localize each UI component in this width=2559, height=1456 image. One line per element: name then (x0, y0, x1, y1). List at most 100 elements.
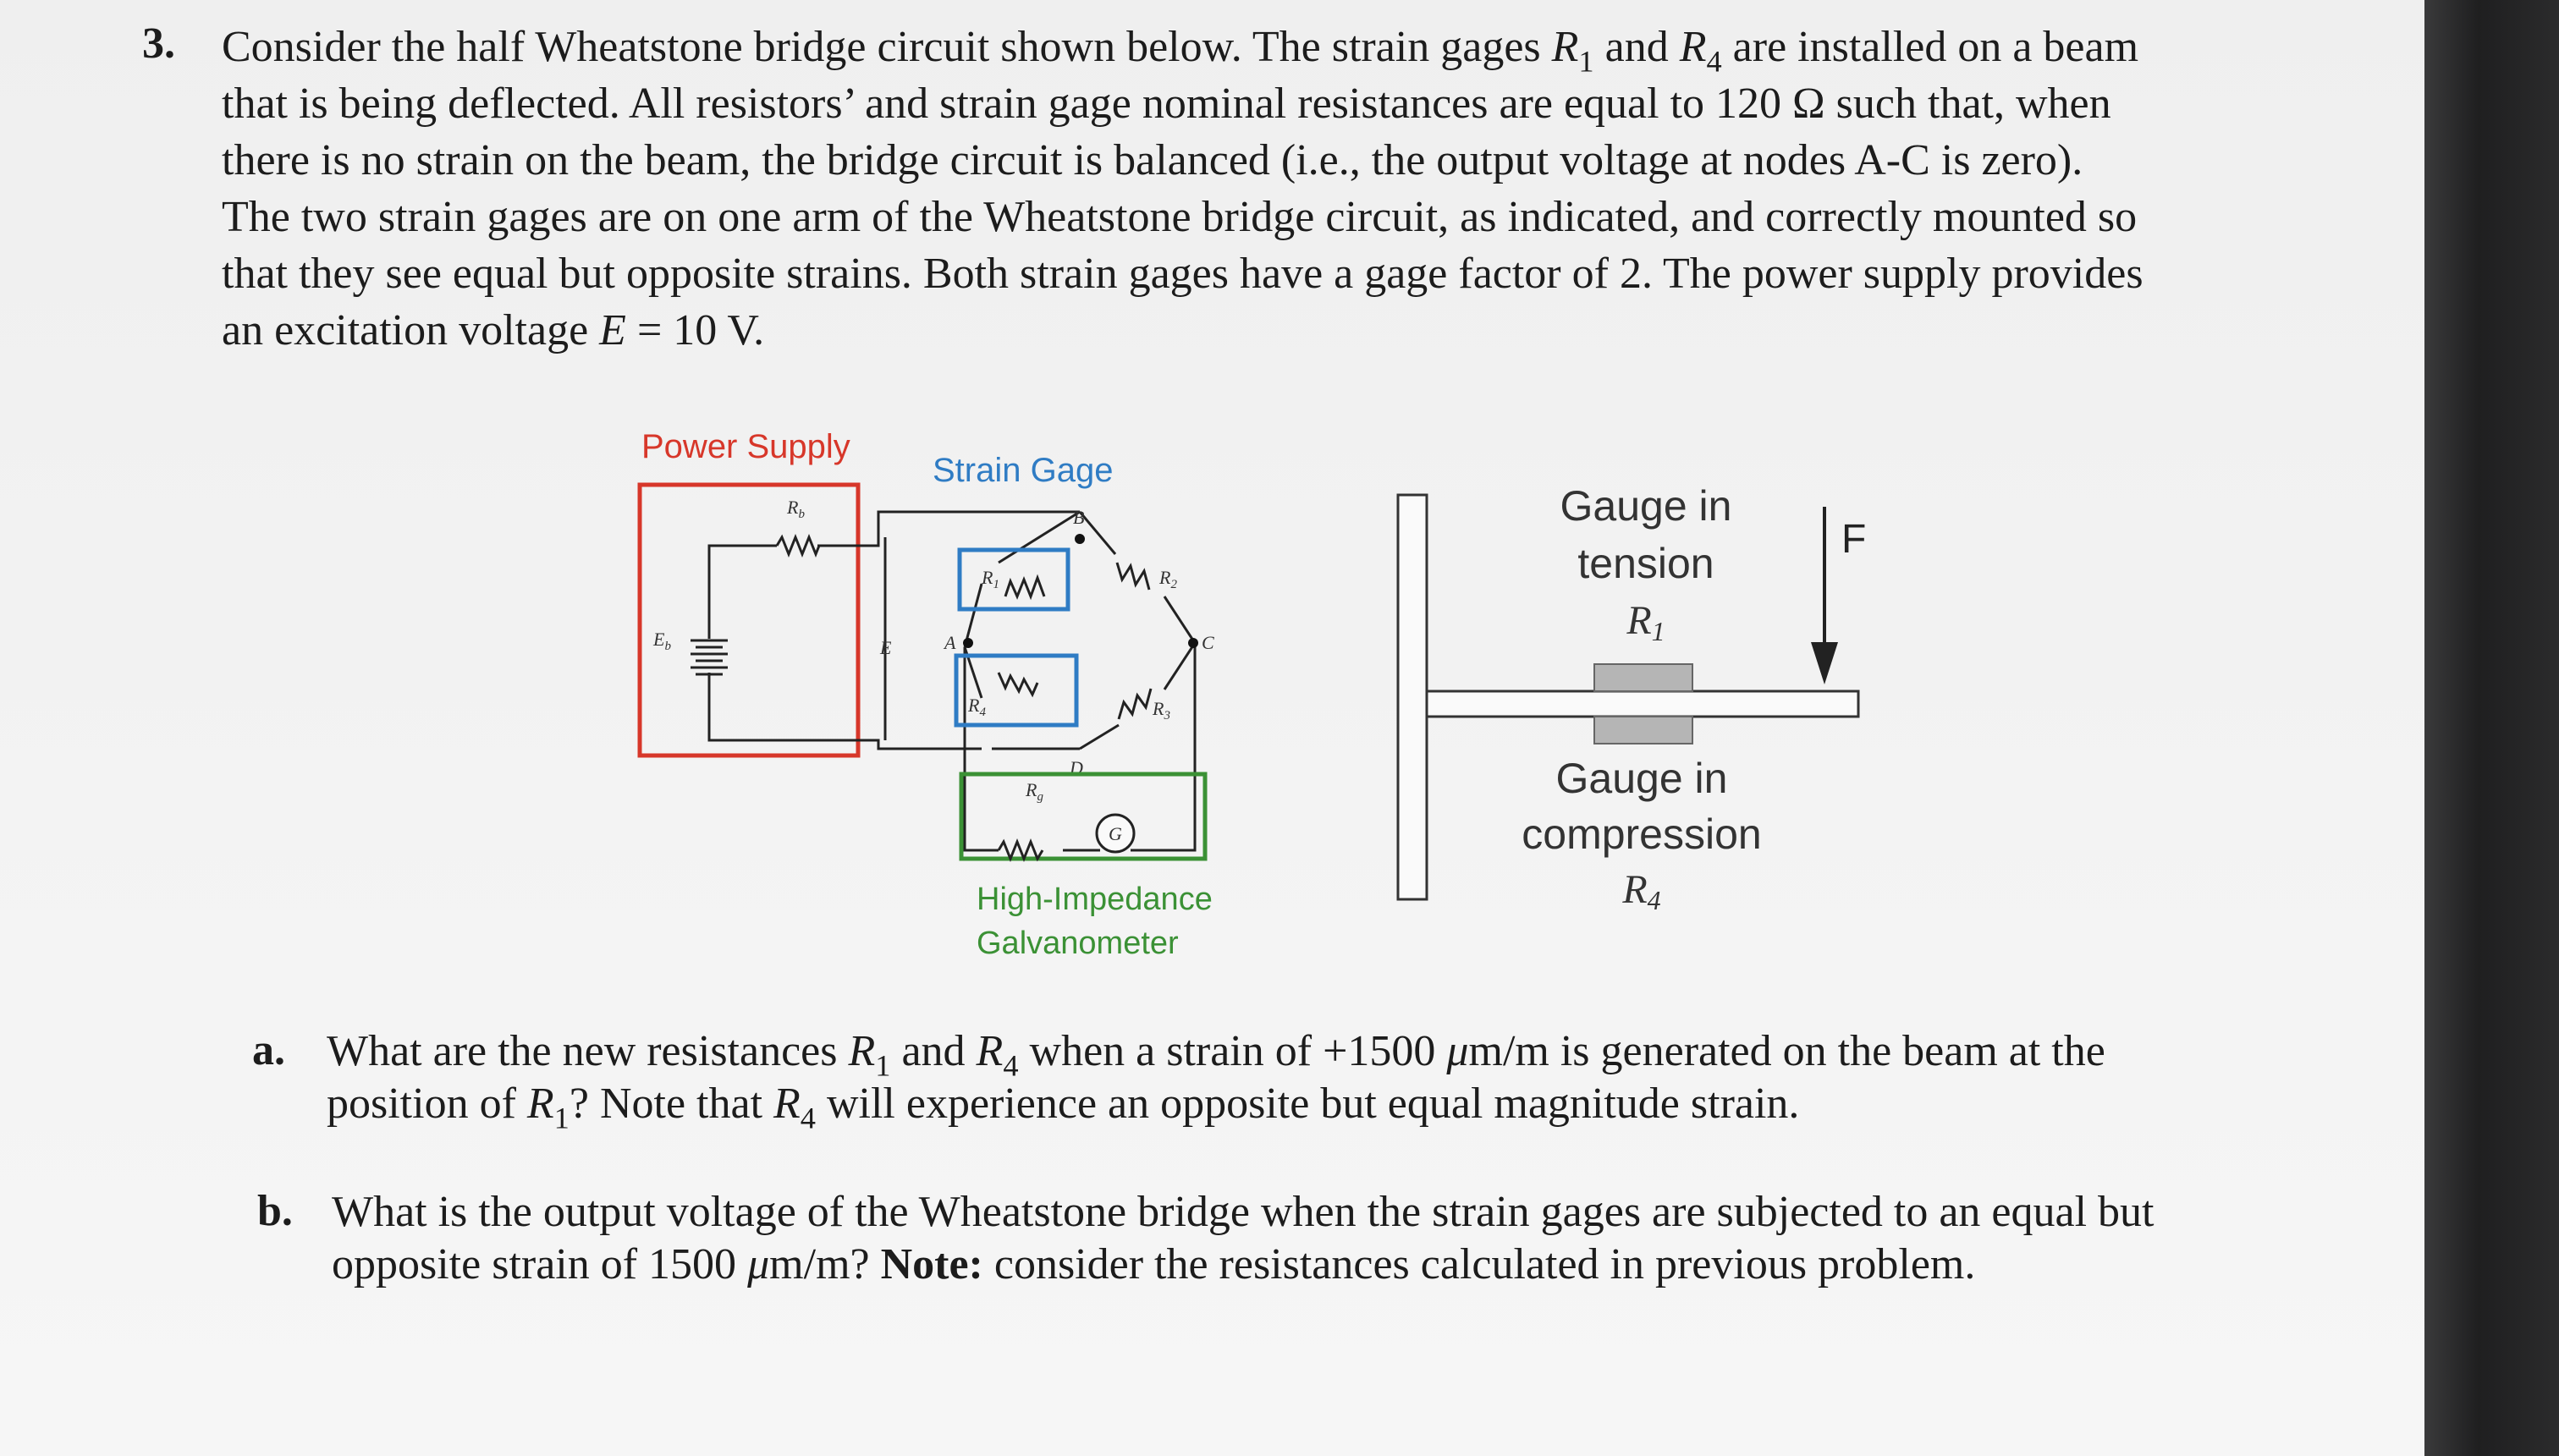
r2-resistor (1115, 562, 1151, 591)
node-b (1075, 534, 1085, 544)
rg-resistor (997, 838, 1044, 863)
wheatstone-circuit-diagram: Power Supply Strain Gage Rb (637, 428, 1214, 961)
text-segment: m/m? (769, 1240, 881, 1288)
galvanometer-box (959, 772, 1208, 861)
tension-r-label: R1 (1626, 598, 1665, 646)
rg-label: Rg (1025, 779, 1043, 804)
text-segment: = 10 V. (625, 306, 765, 354)
math-variable: R (1551, 23, 1579, 71)
math-subscript: 4 (800, 1101, 816, 1135)
math-variable: μ (747, 1240, 770, 1288)
compression-label-line2: compression (1522, 810, 1761, 858)
monitor-bezel (2424, 0, 2559, 1456)
text-segment: and (890, 1027, 977, 1075)
r4-gage-box (954, 653, 1079, 728)
rb-label: Rb (786, 497, 805, 521)
beam-wall (1396, 493, 1428, 901)
part-b-label: b. (257, 1187, 293, 1235)
r3-resistor (1117, 688, 1153, 720)
compression-gauge (1593, 716, 1693, 744)
tension-label-line2: tension (1577, 540, 1714, 587)
text-segment: consider the resistances calculated in p… (982, 1240, 1976, 1288)
r1-gage-box (957, 547, 1070, 612)
text-segment: and (1593, 23, 1680, 71)
node-a-label: A (943, 632, 956, 653)
text-segment: ? Note that (569, 1080, 774, 1128)
question-intro: Consider the half Wheatstone bridge circ… (222, 19, 2388, 359)
text-segment: position of (327, 1080, 527, 1128)
circuit-wires (707, 510, 1197, 852)
part-b-text: What is the output voltage of the Wheats… (332, 1186, 2397, 1291)
math-subscript: 1 (553, 1101, 570, 1135)
text-segment: when a strain of +1500 (1018, 1027, 1447, 1075)
math-variable: R (526, 1080, 554, 1128)
text-segment: will experience an opposite but equal ma… (815, 1080, 1800, 1128)
math-subscript: 4 (1706, 44, 1722, 79)
compression-label-line1: Gauge in (1556, 755, 1728, 802)
text-line: position of R1? Note that R4 will experi… (327, 1078, 2391, 1134)
r3-label: R3 (1152, 698, 1170, 723)
power-supply-label: Power Supply (641, 428, 850, 465)
math-variable: R (848, 1027, 876, 1075)
r1-resistor (1004, 574, 1046, 601)
text-segment: What are the new resistances (327, 1027, 849, 1075)
question-number: 3. (142, 19, 175, 68)
r4-resistor (997, 672, 1039, 698)
r4-label: R4 (967, 695, 986, 719)
battery-symbol (691, 639, 728, 676)
text-line: The two strain gages are on one arm of t… (222, 189, 2388, 245)
text-line: What is the output voltage of the Wheats… (332, 1186, 2397, 1239)
math-subscript: 1 (1578, 44, 1594, 79)
rb-resistor (775, 533, 821, 558)
bold-segment: Note: (880, 1240, 983, 1288)
power-supply-box (637, 482, 861, 758)
node-b-label: B (1073, 507, 1084, 528)
math-variable: R (1679, 23, 1707, 71)
document-page: 3. Consider the half Wheatstone bridge c… (0, 0, 2424, 1456)
cantilever-beam-diagram: F Gauge in tension R1 Gauge in compressi… (1396, 482, 1866, 915)
eb-label: Eb (652, 629, 671, 653)
math-variable: E (599, 306, 626, 354)
math-variable: μ (1446, 1027, 1469, 1075)
text-line: What are the new resistances R1 and R4 w… (327, 1025, 2391, 1081)
text-segment: What is the output voltage of the Wheats… (332, 1188, 2155, 1236)
galvanometer-symbol (1095, 813, 1136, 854)
text-line: there is no strain on the beam, the brid… (222, 132, 2388, 189)
e-label: E (879, 637, 892, 658)
node-a (963, 638, 973, 648)
text-segment: that is being deflected. All resistors’ … (222, 80, 2111, 128)
math-variable: R (773, 1080, 801, 1128)
math-subscript: 1 (875, 1048, 891, 1083)
text-segment: that they see equal but opposite strains… (222, 250, 2144, 298)
text-segment: m/m is generated on the beam at the (1468, 1027, 2105, 1075)
text-segment: are installed on a beam (1721, 23, 2139, 71)
part-a-text: What are the new resistances R1 and R4 w… (327, 1025, 2391, 1134)
text-line: that they see equal but opposite strains… (222, 245, 2388, 302)
compression-r-label: R4 (1621, 867, 1660, 915)
r2-label: R2 (1158, 567, 1177, 591)
r1-label: R1 (981, 567, 999, 591)
text-segment: opposite strain of 1500 (332, 1240, 748, 1288)
galvanometer-g-label: G (1109, 823, 1122, 844)
text-segment: an excitation voltage (222, 306, 600, 354)
text-segment: The two strain gages are on one arm of t… (222, 193, 2138, 241)
text-line: an excitation voltage E = 10 V. (222, 302, 2388, 359)
text-segment: Consider the half Wheatstone bridge circ… (222, 23, 1552, 71)
galvanometer-label-line1: High-Impedance (977, 882, 1213, 917)
force-arrow-head (1811, 642, 1838, 684)
text-line: opposite strain of 1500 μm/m? Note: cons… (332, 1239, 2397, 1291)
tension-label-line1: Gauge in (1560, 482, 1732, 530)
text-line: that is being deflected. All resistors’ … (222, 75, 2388, 132)
node-c (1188, 638, 1198, 648)
node-c-label: C (1202, 632, 1214, 653)
strain-gage-label: Strain Gage (933, 452, 1113, 489)
tension-gauge (1593, 663, 1693, 692)
math-subscript: 4 (1003, 1048, 1019, 1083)
part-a-label: a. (252, 1026, 285, 1074)
beam-bar (1425, 690, 1860, 718)
text-line: Consider the half Wheatstone bridge circ… (222, 19, 2388, 77)
galvanometer-label-line2: Galvanometer (977, 926, 1179, 961)
math-variable: R (976, 1027, 1004, 1075)
force-label: F (1841, 517, 1866, 562)
text-segment: there is no strain on the beam, the brid… (222, 136, 2083, 184)
